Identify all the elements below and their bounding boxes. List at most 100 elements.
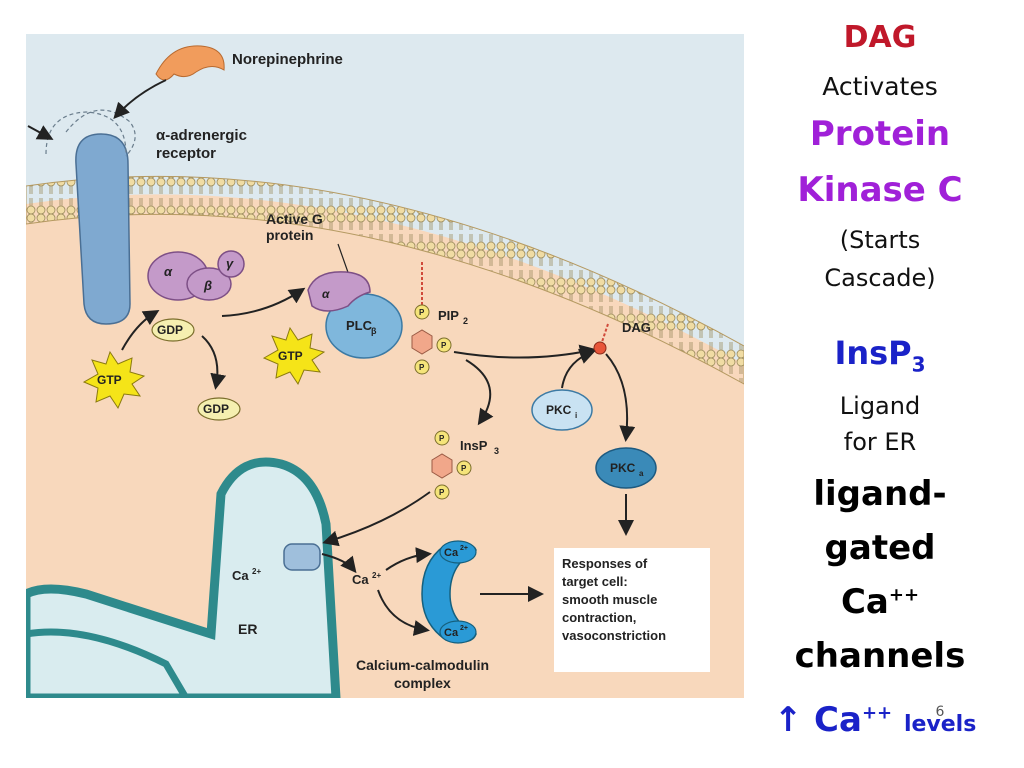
insp3-label: InsP (460, 438, 488, 453)
active-g-label-line2: protein (266, 227, 313, 243)
pip2-p3 (414, 359, 430, 375)
pip2-sub: 2 (463, 316, 468, 326)
arrow-channel-to-ca (321, 553, 357, 574)
side-starts: (Starts (839, 226, 921, 254)
pip2-p2-label: P (441, 341, 447, 350)
responses-line-4: vasoconstriction (562, 628, 666, 643)
g-gamma-subunit (217, 250, 245, 278)
responses-line-2: smooth muscle (562, 592, 657, 607)
pkca-sub: a (639, 469, 644, 478)
ca-cal-top-sup: 2+ (460, 545, 468, 552)
pkci-label: PKC (546, 403, 572, 417)
pkca-label: PKC (610, 461, 636, 475)
side-activates: Activates (822, 72, 938, 101)
plc-label: PLC (346, 318, 373, 333)
er-label: ER (238, 621, 257, 637)
gtp-star-mid (262, 326, 326, 386)
signaling-diagram: ER Norepinephrine α-adrenergic receptor … (26, 34, 744, 698)
active-g-alpha (307, 271, 371, 312)
arrow-ca-to-calmodulin-bottom (377, 589, 430, 636)
page-number: 6 (935, 704, 945, 720)
gtp-mid-label: GTP (278, 349, 303, 363)
g-beta-subunit (186, 267, 232, 301)
gdp-bottom-label: GDP (203, 402, 229, 416)
receptor-dashed-outline-2 (65, 109, 136, 157)
side-levels: levels (903, 712, 977, 737)
dag-tail-1 (601, 323, 609, 343)
side-cascade: Cascade) (824, 264, 936, 292)
arrow-pip2-to-dag (453, 344, 596, 361)
arrow-dag-to-pkca (605, 353, 636, 442)
ca-cal-top-label: Ca (444, 547, 459, 559)
side-ca-text: Ca (840, 582, 889, 622)
ca-cal-bot-sup: 2+ (460, 625, 468, 632)
side-protein: Protein (809, 114, 951, 154)
side-insp3-text: InsP (834, 334, 912, 372)
insp3-p1-label: P (439, 434, 445, 443)
active-g-label-line1: Active G (266, 211, 323, 227)
pip2-p2 (436, 337, 452, 353)
pip2-label: PIP (438, 308, 459, 323)
arrow-left-in (27, 125, 54, 140)
insp3-p3 (434, 484, 450, 500)
side-ligand: Ligand (839, 392, 921, 420)
ca-channel (283, 543, 321, 571)
arrow-gtp-to-g (121, 309, 160, 351)
up-arrow-icon: ↑ (773, 700, 803, 740)
side-insp3: InsP3 (760, 334, 1000, 376)
er-inner-fold (26, 628, 190, 698)
calmodulin-ca-top (439, 540, 477, 564)
gdp-top-label: GDP (157, 323, 183, 337)
side-insp3-sub: 3 (911, 352, 926, 377)
receptor-dashed-outline (45, 111, 127, 155)
side-ca2-text: Ca (814, 700, 862, 740)
plc-sub: β (371, 326, 377, 336)
pkc-inactive (531, 389, 593, 431)
side-kinase-c: Kinase C (797, 170, 963, 210)
pkci-sub: i (575, 411, 577, 420)
insp3-sub: 3 (494, 446, 499, 456)
side-notes: DAG Activates Protein Kinase C (Starts C… (760, 0, 1024, 768)
ca-er-sup: 2+ (252, 567, 261, 576)
side-gated: gated (824, 528, 936, 568)
ca-er-label: Ca (232, 568, 249, 583)
side-channels: channels (794, 636, 966, 676)
alpha-label: α (164, 264, 173, 279)
responses-line-3: contraction, (562, 610, 636, 625)
side-ca2-sup: ++ (861, 702, 893, 724)
gtp-star-left (82, 350, 146, 410)
receptor-label-line1: α-adrenergic (156, 127, 247, 144)
side-ca-sup: ++ (888, 584, 920, 606)
ca-mid-label: Ca (352, 572, 369, 587)
ca-mid-sup: 2+ (372, 571, 381, 580)
dag-label: DAG (622, 320, 651, 335)
side-dag: DAG (843, 20, 917, 55)
receptor-label-line2: receptor (156, 145, 216, 162)
pip2-p3-label: P (419, 363, 425, 372)
arrow-pkci-to-dag (561, 348, 596, 389)
arrow-ca-to-calmodulin-top (385, 547, 432, 571)
responses-line-0: Responses of (562, 556, 648, 571)
pip2-p1 (414, 304, 430, 320)
adrenergic-receptor (75, 133, 131, 325)
responses-box (554, 548, 710, 672)
calmodulin-ca-bottom (439, 620, 477, 644)
arrow-pip2-to-insp3 (465, 359, 494, 426)
gdp-top-bubble (151, 318, 195, 342)
alpha2-label: α (322, 287, 330, 301)
beta-label: β (203, 278, 212, 293)
insp3-p3-label: P (439, 488, 445, 497)
gamma-label: γ (226, 256, 234, 271)
pip2-p1-label: P (419, 308, 425, 317)
dag-molecule (593, 341, 607, 355)
arrow-g-to-plc (221, 287, 306, 317)
insp3-ring (431, 453, 453, 479)
pip2-ring (411, 329, 433, 355)
norepinephrine-label: Norepinephrine (232, 51, 343, 68)
side-for-er: for ER (843, 428, 917, 456)
insp3-p2-label: P (461, 464, 467, 473)
calmodulin-label-line2: complex (394, 675, 451, 691)
arrow-ne-to-receptor (113, 79, 167, 119)
side-ca: Ca++ (760, 582, 1000, 622)
gdp-bottom-bubble (197, 397, 241, 421)
